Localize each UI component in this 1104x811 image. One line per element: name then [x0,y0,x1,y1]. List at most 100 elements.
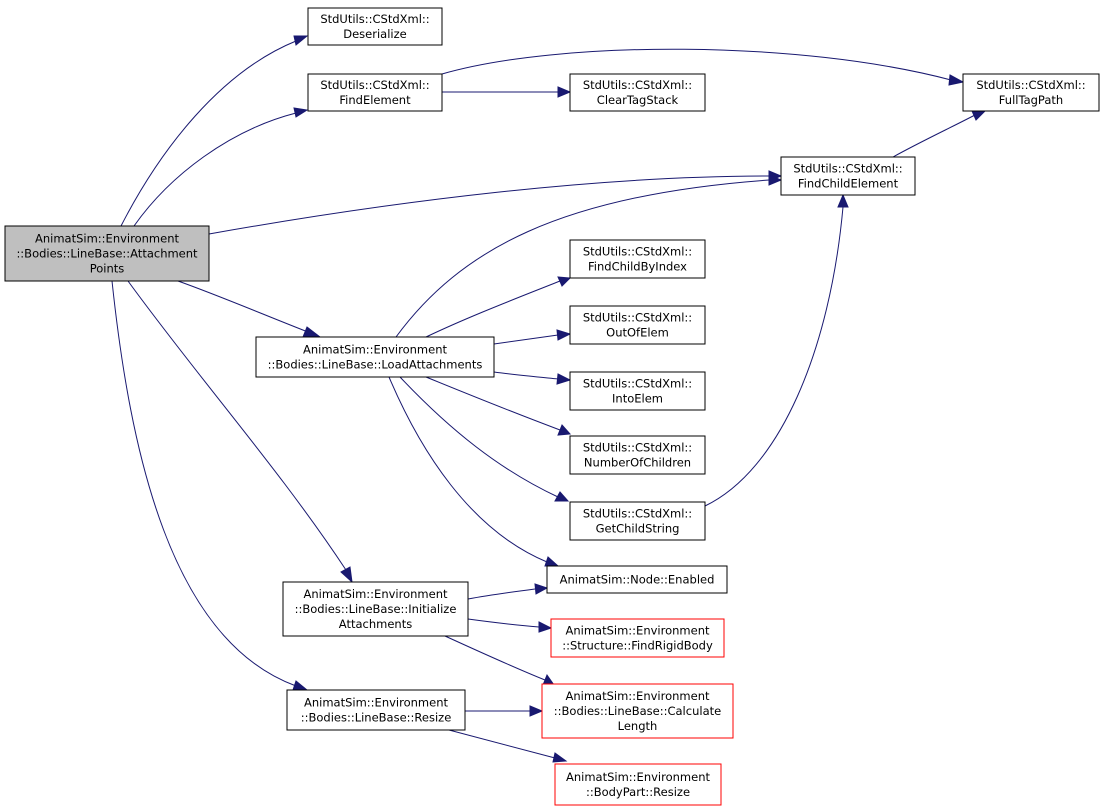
node-deserialize[interactable]: StdUtils::CStdXml::Deserialize [307,7,443,46]
edge-line [493,334,559,345]
node-box [541,683,734,739]
edge-line [111,280,297,687]
edge-attachment-points-to-load-attachments [177,280,322,338]
edge-line [395,179,770,338]
edge-load-attachments-to-number-of-children [425,376,572,436]
node-label: StdUtils::CStdXml:: [320,78,429,92]
edges-layer [111,35,987,763]
edge-line [467,588,536,600]
arrowhead-icon [544,556,560,567]
node-label: ::BodyPart::Resize [586,785,690,799]
node-label: Deserialize [343,27,406,41]
edge-line [493,371,559,380]
node-label: OutOfElem [606,326,669,340]
arrowhead-icon [837,193,849,208]
node-box [569,73,706,112]
node-label: StdUtils::CStdXml:: [976,78,1085,92]
node-box [286,689,466,731]
node-full-tag-path[interactable]: StdUtils::CStdXml::FullTagPath [962,73,1100,112]
arrowhead-icon [538,621,553,633]
edge-line [133,112,297,227]
node-clear-tag-stack[interactable]: StdUtils::CStdXml::ClearTagStack [569,73,706,112]
edge-initialize-attachments-to-calculate-length [444,635,555,686]
arrowhead-icon [768,174,783,186]
node-load-attachments[interactable]: AnimatSim::Environment::Bodies::LineBase… [255,336,495,378]
arrowhead-icon [971,110,987,121]
node-attachment-points[interactable]: AnimatSim::Environment::Bodies::LineBase… [4,225,210,282]
node-label: NumberOfChildren [584,456,691,470]
edge-find-child-element-to-full-tag-path [892,110,987,158]
node-find-child-by-index[interactable]: StdUtils::CStdXml::FindChildByIndex [569,239,706,279]
node-box [307,7,443,46]
edge-line [127,280,347,571]
edge-line [441,48,952,81]
node-label: StdUtils::CStdXml:: [583,245,692,259]
arrowhead-icon [293,107,309,118]
node-label: AnimatSim::Environment [566,624,710,638]
node-number-of-children[interactable]: StdUtils::CStdXml::NumberOfChildren [569,435,706,475]
arrowhead-icon [534,583,549,595]
node-find-element[interactable]: StdUtils::CStdXml::FindElement [307,73,443,112]
node-label: StdUtils::CStdXml:: [583,377,692,391]
node-get-child-string[interactable]: StdUtils::CStdXml::GetChildString [569,501,706,541]
edge-load-attachments-to-node-enabled [388,376,560,567]
node-label: ::Bodies::LineBase::Resize [301,711,452,725]
node-label: AnimatSim::Environment [304,587,448,601]
edge-find-element-to-clear-tag-stack [442,86,572,98]
edge-load-attachments-to-out-of-elem [493,329,572,345]
node-label: Points [90,262,125,276]
edge-load-attachments-to-into-elem [493,371,572,385]
arrowhead-icon [556,329,572,341]
node-label: StdUtils::CStdXml:: [583,507,692,521]
edge-line [467,618,540,628]
node-label: ::Bodies::LineBase::LoadAttachments [268,358,483,372]
node-box [282,581,469,637]
node-box [780,156,916,196]
node-out-of-elem[interactable]: StdUtils::CStdXml::OutOfElem [569,305,706,345]
arrowhead-icon [302,326,322,338]
node-label: AnimatSim::Environment [303,343,447,357]
arrowhead-icon [529,705,544,717]
node-box [546,565,728,594]
edge-line [704,206,844,507]
edge-line [399,376,559,498]
node-label: FullTagPath [999,93,1063,107]
edge-line [208,175,770,235]
node-find-rigid-body[interactable]: AnimatSim::Environment::Structure::FindR… [550,618,725,658]
edge-load-attachments-to-get-child-string [399,376,570,502]
node-node-enabled[interactable]: AnimatSim::Node::Enabled [546,565,728,594]
node-label: GetChildString [596,522,680,536]
edge-initialize-attachments-to-node-enabled [467,583,549,600]
node-find-child-element[interactable]: StdUtils::CStdXml::FindChildElement [780,156,916,196]
node-label: StdUtils::CStdXml:: [320,12,429,26]
node-into-elem[interactable]: StdUtils::CStdXml::IntoElem [569,371,706,411]
edge-line [177,280,309,333]
edge-line [388,376,548,563]
node-box [255,336,495,378]
node-line-base-resize[interactable]: AnimatSim::Environment::Bodies::LineBase… [286,689,466,731]
node-box [569,305,706,345]
node-label: ::Bodies::LineBase::Attachment [16,247,198,261]
node-box [307,73,443,112]
node-initialize-attachments[interactable]: AnimatSim::Environment::Bodies::LineBase… [282,581,469,637]
node-box [569,501,706,541]
arrowhead-icon [552,752,568,763]
node-label: AnimatSim::Environment [566,770,710,784]
node-label: StdUtils::CStdXml:: [583,311,692,325]
edge-line [448,729,556,759]
node-label: FindChildByIndex [588,260,687,274]
node-label: Length [618,719,658,733]
edge-attachment-points-to-deserialize [120,35,309,227]
node-calculate-length[interactable]: AnimatSim::Environment::Bodies::LineBase… [541,683,734,739]
node-body-part-resize[interactable]: AnimatSim::Environment::BodyPart::Resize [554,763,722,806]
node-box [550,618,725,658]
arrowhead-icon [292,680,309,691]
edge-line-base-resize-to-calculate-length [465,705,544,717]
node-label: AnimatSim::Environment [304,696,448,710]
node-label: AnimatSim::Environment [35,232,179,246]
edge-initialize-attachments-to-find-rigid-body [467,618,553,633]
arrowhead-icon [557,86,572,98]
edge-load-attachments-to-find-child-element [395,174,783,338]
edge-attachment-points-to-line-base-resize [111,280,309,691]
edge-get-child-string-to-find-child-element [704,193,849,507]
